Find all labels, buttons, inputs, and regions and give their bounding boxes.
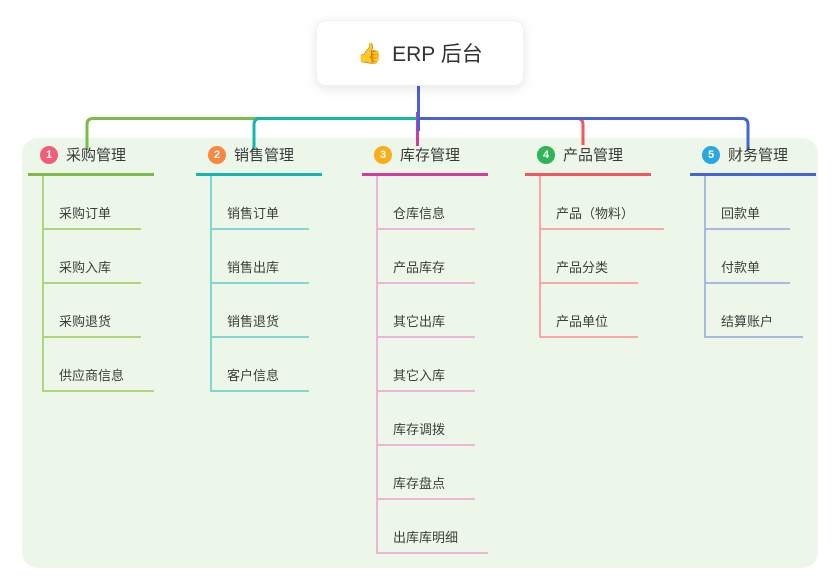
branch-title: 销售管理 xyxy=(234,147,295,164)
child-row: 客户信息 xyxy=(212,338,366,392)
branches-background-panel xyxy=(22,138,818,568)
child-row: 产品单位 xyxy=(541,284,695,338)
connector-lines xyxy=(85,84,750,150)
child-node[interactable]: 采购入库 xyxy=(44,257,142,284)
child-row: 其它入库 xyxy=(378,338,532,392)
child-node[interactable]: 采购退货 xyxy=(44,311,142,338)
child-row: 销售退货 xyxy=(212,284,366,338)
child-node[interactable]: 产品库存 xyxy=(378,257,476,284)
child-node[interactable]: 销售出库 xyxy=(212,257,310,284)
child-node[interactable]: 付款单 xyxy=(706,257,791,284)
branch-children: 采购订单 采购入库 采购退货 供应商信息 xyxy=(42,176,198,392)
child-row: 回款单 xyxy=(706,176,839,230)
child-node[interactable]: 结算账户 xyxy=(706,311,804,338)
child-node[interactable]: 产品（物料） xyxy=(541,203,665,230)
branch-finance-management: 5 财务管理 回款单 付款单 结算账户 xyxy=(690,144,839,338)
child-row: 采购退货 xyxy=(44,284,198,338)
branch-node-finance[interactable]: 5 财务管理 xyxy=(690,144,816,176)
child-row: 采购订单 xyxy=(44,176,198,230)
child-node[interactable]: 回款单 xyxy=(706,203,791,230)
child-row: 其它出库 xyxy=(378,284,532,338)
child-node[interactable]: 销售退货 xyxy=(212,311,310,338)
branch-number-badge: 3 xyxy=(374,145,392,164)
child-row: 采购入库 xyxy=(44,230,198,284)
branch-node-inventory[interactable]: 3 库存管理 xyxy=(362,144,488,176)
branch-product-management: 4 产品管理 产品（物料） 产品分类 产品单位 xyxy=(525,144,695,338)
child-node[interactable]: 库存盘点 xyxy=(378,473,476,500)
branch-purchase-management: 1 采购管理 采购订单 采购入库 采购退货 供应商信息 xyxy=(28,144,198,392)
child-node[interactable]: 其它入库 xyxy=(378,365,476,392)
branch-children: 仓库信息 产品库存 其它出库 其它入库 库存调拨 库存盘点 出库库明细 xyxy=(376,176,532,554)
child-row: 结算账户 xyxy=(706,284,839,338)
child-node[interactable]: 出库库明细 xyxy=(378,527,489,554)
branch-title: 产品管理 xyxy=(563,147,624,164)
branch-inventory-management: 3 库存管理 仓库信息 产品库存 其它出库 其它入库 库存调拨 库存盘点 出库库… xyxy=(362,144,532,554)
connector-branch-finance xyxy=(419,117,750,150)
child-node[interactable]: 销售订单 xyxy=(212,203,310,230)
child-row: 付款单 xyxy=(706,230,839,284)
branch-sales-management: 2 销售管理 销售订单 销售出库 销售退货 客户信息 xyxy=(196,144,366,392)
branch-number-badge: 1 xyxy=(40,145,58,164)
child-row: 产品库存 xyxy=(378,230,532,284)
branch-node-product[interactable]: 4 产品管理 xyxy=(525,144,651,176)
branch-title: 库存管理 xyxy=(400,147,461,164)
child-row: 库存调拨 xyxy=(378,392,532,446)
root-node-label: ERP 后台 xyxy=(392,43,483,66)
root-node-erp[interactable]: 👍 ERP 后台 xyxy=(316,20,524,86)
branch-title: 财务管理 xyxy=(728,147,789,164)
child-row: 销售订单 xyxy=(212,176,366,230)
branch-node-purchase[interactable]: 1 采购管理 xyxy=(28,144,154,176)
child-node[interactable]: 供应商信息 xyxy=(44,365,155,392)
child-node[interactable]: 仓库信息 xyxy=(378,203,476,230)
connector-branch-product xyxy=(419,117,585,145)
branch-number-badge: 4 xyxy=(537,145,555,164)
child-node[interactable]: 产品单位 xyxy=(541,311,639,338)
thumbs-up-icon: 👍 xyxy=(357,42,383,65)
connector-branch-sales xyxy=(252,117,419,150)
child-row: 供应商信息 xyxy=(44,338,198,392)
child-row: 产品分类 xyxy=(541,230,695,284)
child-node[interactable]: 客户信息 xyxy=(212,365,310,392)
branch-number-badge: 5 xyxy=(702,145,720,164)
child-row: 产品（物料） xyxy=(541,176,695,230)
branch-number-badge: 2 xyxy=(208,145,226,164)
child-row: 销售出库 xyxy=(212,230,366,284)
branch-children: 销售订单 销售出库 销售退货 客户信息 xyxy=(210,176,366,392)
child-row: 出库库明细 xyxy=(378,500,532,554)
connector-branch-purchase xyxy=(85,117,419,150)
branch-children: 回款单 付款单 结算账户 xyxy=(704,176,839,338)
branch-node-sales[interactable]: 2 销售管理 xyxy=(196,144,322,176)
branch-title: 采购管理 xyxy=(66,147,127,164)
child-node[interactable]: 库存调拨 xyxy=(378,419,476,446)
child-node[interactable]: 采购订单 xyxy=(44,203,142,230)
branch-children: 产品（物料） 产品分类 产品单位 xyxy=(539,176,695,338)
child-row: 仓库信息 xyxy=(378,176,532,230)
child-node[interactable]: 其它出库 xyxy=(378,311,476,338)
child-row: 库存盘点 xyxy=(378,446,532,500)
child-node[interactable]: 产品分类 xyxy=(541,257,639,284)
